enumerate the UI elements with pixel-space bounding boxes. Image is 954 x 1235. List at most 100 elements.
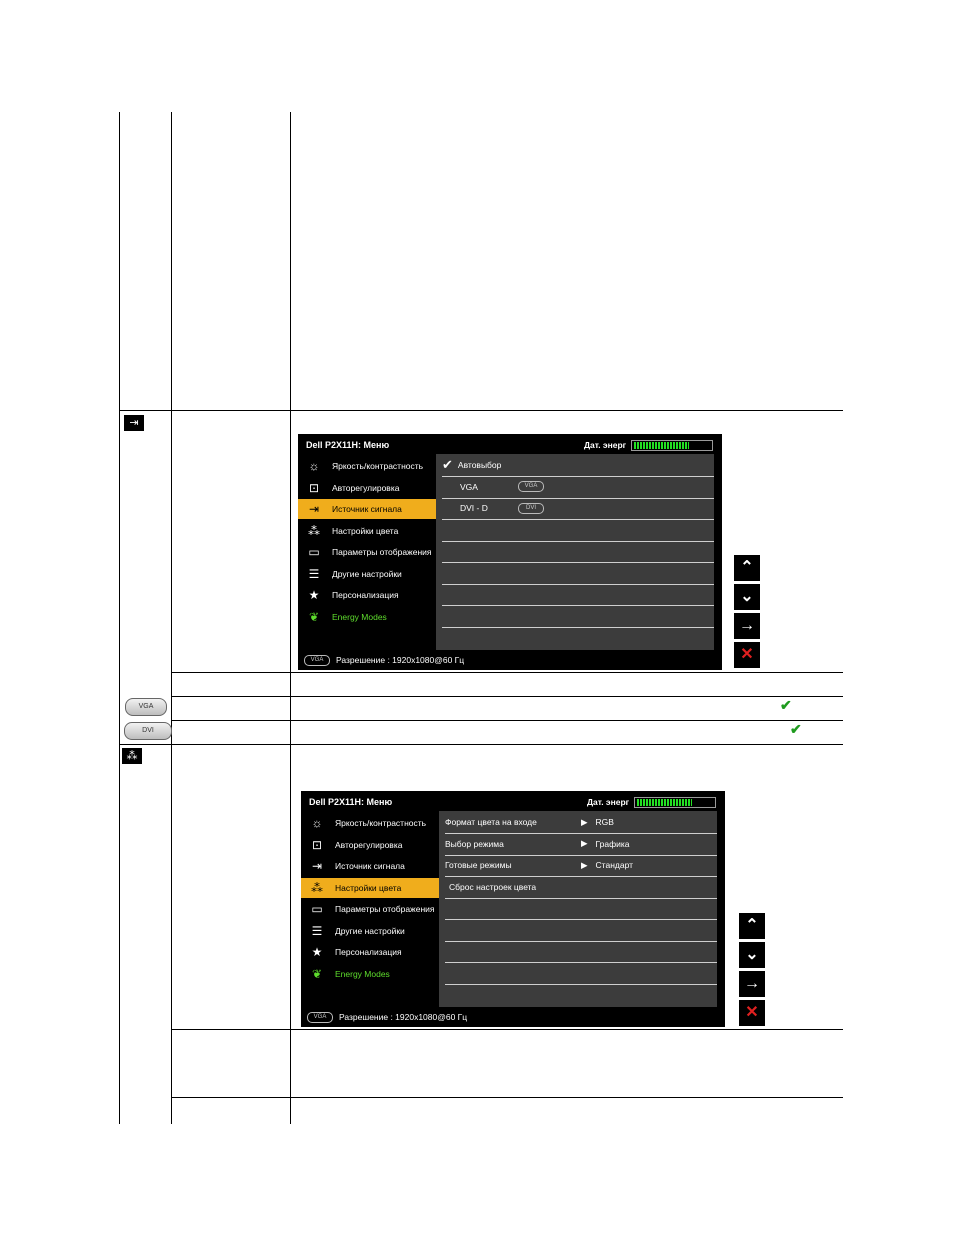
row-divider	[171, 1029, 843, 1030]
osd-menu-item[interactable]: ☰Другие настройки	[298, 564, 436, 584]
osd-submenu-item[interactable]: ✔ Автовыбор	[442, 455, 714, 475]
osd-menu-item-label: Яркость/контрастность	[332, 461, 424, 471]
enter-button[interactable]: →	[739, 971, 765, 997]
down-button[interactable]: ⌄	[739, 942, 765, 968]
osd-main-menu: ☼Яркость/контрастность⊡Авторегулировка⇥И…	[298, 454, 436, 650]
osd-menu-item-label: Персонализация	[335, 947, 402, 957]
osd-submenu-divider	[445, 962, 717, 963]
osd-submenu-label: DVI - D	[460, 503, 488, 513]
osd-footer: VGA Разрешение : 1920x1080@60 Гц	[301, 1007, 725, 1027]
osd-menu-item[interactable]: ▭ Параметры отображения	[301, 899, 439, 919]
table-border-left	[119, 112, 120, 1124]
energy-meter	[634, 797, 716, 808]
osd-submenu-divider	[442, 605, 714, 606]
osd-submenu-item[interactable]: DVI - D DVI	[442, 498, 714, 518]
osd-submenu-divider	[445, 833, 717, 834]
energy-meter-label: Дат. энерг	[584, 440, 627, 450]
osd-menu-item[interactable]: ❦Energy Modes	[298, 607, 436, 627]
vga-port-icon: VGA	[125, 698, 167, 716]
input-source-icon: ⇥	[311, 859, 323, 873]
osd-menu-item[interactable]: ★Персонализация	[298, 585, 436, 605]
energy-meter-label: Дат. энерг	[587, 797, 630, 807]
osd-menu-item[interactable]: ★ Персонализация	[301, 942, 439, 962]
auto-adjust-icon: ⊡	[308, 480, 320, 495]
osd-menu-item[interactable]: ☼Яркость/контрастность	[298, 456, 436, 476]
osd-menu-item[interactable]: ⊡Авторегулировка	[298, 478, 436, 498]
osd-menu-item[interactable]: ❦Energy Modes	[301, 964, 439, 984]
osd-submenu-label: Автовыбор	[457, 460, 502, 470]
dvi-port-icon: DVI	[124, 722, 172, 740]
osd-menu-item[interactable]: ▭Параметры отображения	[298, 542, 436, 562]
resolution-text: Разрешение : 1920x1080@60 Гц	[339, 1012, 468, 1022]
enter-button[interactable]: →	[734, 613, 760, 639]
osd-submenu-label: Сброс настроек цвета	[449, 881, 537, 892]
osd-submenu-divider	[442, 540, 714, 542]
check-icon: ✔	[442, 457, 453, 472]
osd-menu-item-label: Яркость/контрастность	[335, 818, 427, 828]
osd-menu-item[interactable]: ☰Другие настройки	[301, 921, 439, 941]
osd-menu-item-label: Авторегулировка	[335, 839, 403, 850]
up-button[interactable]: ⌃	[739, 913, 765, 939]
osd-menu-item-label: Другие настройки	[335, 925, 405, 936]
personalize-icon: ★	[311, 945, 323, 959]
osd-title: Dell P2X11H: Меню	[306, 440, 390, 450]
down-button[interactable]: ⌄	[734, 584, 760, 610]
osd-submenu-value: RGB	[595, 817, 614, 827]
osd-submenu-item[interactable]: Готовые режимы▶Стандарт	[445, 855, 717, 875]
osd-submenu-divider	[445, 919, 717, 920]
display-settings-icon: ▭	[308, 545, 320, 559]
energy-meter-fill	[634, 442, 689, 449]
osd-submenu-divider	[445, 876, 717, 877]
dvi-connector-icon: DVI	[518, 502, 544, 514]
input-source-icon: ⇥	[124, 415, 144, 431]
energy-meter	[631, 440, 713, 451]
osd-submenu-item[interactable]: Сброс настроек цвета	[445, 877, 717, 897]
osd-menu-item-label: Параметры отображения	[335, 904, 435, 914]
osd-menu-item-label: Источник сигнала	[332, 504, 402, 514]
play-arrow-icon: ▶	[581, 838, 588, 848]
osd-menu-item[interactable]: ⊡ Авторегулировка	[301, 835, 439, 855]
osd-submenu-value: Графика	[595, 838, 630, 849]
osd-submenu-divider	[442, 497, 714, 499]
osd-submenu-divider	[445, 983, 717, 985]
osd-submenu-divider	[442, 583, 714, 585]
check-icon: ✔	[790, 721, 802, 737]
display-settings-icon: ▭	[311, 902, 323, 916]
table-border-col1	[171, 112, 172, 1124]
osd-menu-item-label: Персонализация	[332, 590, 399, 600]
osd-menu-item-label: Energy Modes	[335, 968, 390, 979]
osd-menu-item[interactable]: ☼Яркость/контрастность	[301, 813, 439, 833]
osd-submenu-divider	[442, 519, 714, 520]
play-arrow-icon: ▶	[581, 816, 588, 827]
row-divider	[119, 410, 843, 411]
resolution-text: Разрешение : 1920x1080@60 Гц	[336, 655, 465, 665]
osd-menu-item[interactable]: ⁂Настройки цвета	[298, 521, 436, 541]
osd-main-menu: ☼Яркость/контрастность ⊡ Авторегулировка ⇥ И…	[301, 811, 439, 1007]
osd-menu-input-source: Dell P2X11H: Меню Дат. энерг ☼Яркость/ко…	[298, 434, 722, 670]
osd-menu-item[interactable]: ⇥Источник сигнала	[298, 499, 436, 519]
up-button[interactable]: ⌃	[734, 555, 760, 581]
auto-adjust-icon: ⊡	[311, 837, 323, 852]
osd-menu-item-label: Источник сигнала	[335, 861, 405, 871]
osd-menu-item-label: Настройки цвета	[332, 525, 399, 536]
osd-submenu-item[interactable]: Выбор режима ▶ Графика	[445, 834, 717, 854]
exit-button[interactable]: ✕	[739, 1000, 765, 1026]
row-divider	[119, 744, 843, 745]
osd-submenu-divider	[442, 562, 714, 563]
osd-submenu-divider	[445, 897, 717, 899]
osd-menu-item[interactable]: ⁂Настройки цвета	[301, 877, 439, 898]
osd-submenu-divider	[442, 626, 714, 628]
energy-meter-fill	[637, 799, 692, 806]
osd-submenu-label: Выбор режима	[445, 838, 504, 849]
osd-submenu-label: VGA	[460, 481, 478, 492]
osd-submenu-divider	[445, 940, 717, 942]
vga-connector-icon: VGA	[307, 1011, 333, 1023]
osd-menu-item[interactable]: ⇥ Источник сигнала	[301, 856, 439, 876]
exit-button[interactable]: ✕	[734, 642, 760, 668]
osd-submenu-item[interactable]: Формат цвета на входе▶RGB	[445, 812, 717, 832]
osd-submenu-label: Готовые режимы	[445, 860, 512, 870]
vga-connector-icon: VGA	[304, 654, 330, 666]
